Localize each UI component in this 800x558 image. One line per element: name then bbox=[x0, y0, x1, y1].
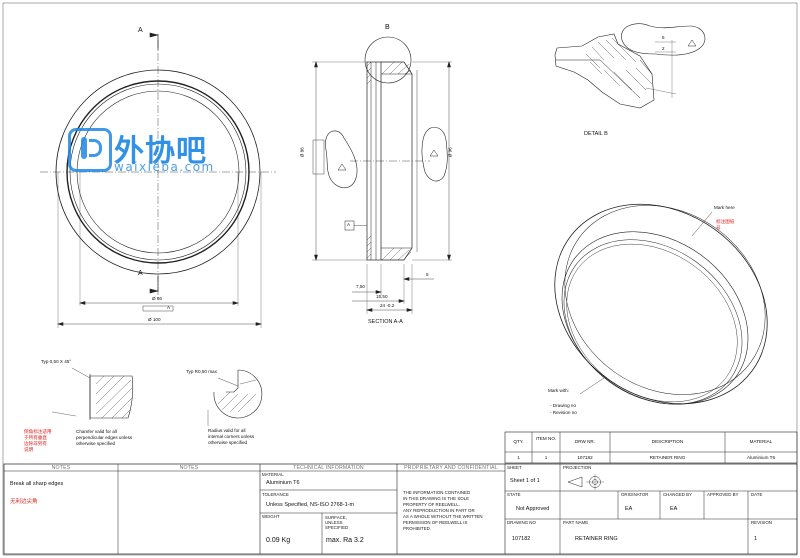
bom-material: Aluminium T6 bbox=[747, 455, 775, 460]
radius-note-2: internal corners unless bbox=[208, 434, 255, 439]
tb-drawing-no-value: 107182 bbox=[512, 536, 531, 542]
tb-sheet-value: Sheet 1 of 1 bbox=[510, 478, 540, 484]
projection-icon bbox=[566, 474, 608, 490]
bom-drw-nr: 107182 bbox=[577, 455, 593, 460]
tb-tolerance-label: TOLERANCE bbox=[262, 492, 289, 497]
typ-chamfer-label: Typ 0,50 X 45° bbox=[41, 359, 72, 364]
tb-note-text-red: 无利边尖角 bbox=[10, 499, 38, 505]
chamfer-note-3: otherwise specified bbox=[76, 441, 116, 446]
tb-surface-label: SURFACE, UNLESS SPECIFIED bbox=[325, 515, 349, 531]
dim-side-right: Ø 96 bbox=[447, 147, 453, 158]
tb-tech-info-header: TECHNICAL INFORMATION bbox=[293, 465, 364, 471]
dim-15-50: 15,50 bbox=[376, 294, 388, 299]
tb-revision-value: 1 bbox=[754, 536, 758, 542]
dim-outer-diameter: Ø 100 bbox=[148, 317, 161, 322]
red-note-chamfer-3: 边除非另有 bbox=[24, 441, 47, 446]
watermark-text: 外协吧 bbox=[114, 134, 207, 169]
tb-proprietary-text-2: IN THIS DRAWING IS THE SOLE bbox=[403, 496, 470, 501]
tb-proprietary-text-7: PROHIBITED. bbox=[403, 526, 432, 531]
tb-originator-label: ORIGINATOR bbox=[621, 492, 649, 497]
mark-here-label: Mark here bbox=[714, 205, 735, 210]
dim-inner-diameter: Ø 86 bbox=[152, 296, 162, 301]
red-note-chamfer-2: 于所有垂直 bbox=[24, 435, 47, 440]
mark-here-red-2: 号 bbox=[716, 225, 721, 230]
tb-weight-value: 0.09 Kg bbox=[266, 537, 291, 544]
dim-7-50: 7,50 bbox=[356, 284, 365, 289]
tb-note-text: Break all sharp edges bbox=[10, 481, 64, 487]
tb-material-label: MATERIAL bbox=[262, 472, 284, 477]
mark-with-item-drawing-no: - Drawing no bbox=[550, 403, 577, 408]
tb-changed-by-label: CHANGED BY bbox=[663, 492, 693, 497]
mark-here-red-1: 标注图纸 bbox=[716, 219, 735, 224]
typ-radius-label: Typ R0,50 max bbox=[186, 369, 217, 374]
tb-material-value: Aluminium T6 bbox=[266, 480, 300, 486]
mark-with-title: Mark with: bbox=[548, 388, 569, 393]
dim-side-left: Ø 86 bbox=[299, 147, 305, 158]
tb-part-name-value: RETAINER RING bbox=[575, 536, 618, 542]
tb-proprietary-header: PROPRIETARY AND CONFIDENTIAL bbox=[404, 465, 498, 471]
tb-revision-label: REVISION bbox=[751, 520, 772, 525]
chamfer-note-1: Chamfer valid for all bbox=[76, 429, 117, 434]
red-note-chamfer-1: 倒角标注适用 bbox=[24, 429, 52, 434]
mark-with-item-revision-no: - Revision no bbox=[550, 410, 577, 415]
tb-date-label: DATE bbox=[751, 492, 763, 497]
tb-changed-by-value: EA bbox=[670, 506, 678, 512]
tb-state-label: STATE bbox=[507, 492, 521, 497]
section-arrow-label-bottom: A bbox=[138, 270, 143, 277]
section-arrow-label-top: A bbox=[138, 27, 143, 34]
tb-projection-label: PROJECTION bbox=[563, 465, 592, 470]
datum-a-label: A bbox=[347, 222, 351, 227]
bom-description: RETAINER RING bbox=[649, 455, 686, 460]
tb-weight-label: WEIGHT bbox=[262, 514, 280, 519]
bom-header-item-no: ITEM NO. bbox=[535, 436, 557, 441]
watermark-subtext: waixieba.com bbox=[114, 160, 215, 174]
detail-dim-5: 5 bbox=[662, 35, 665, 40]
tb-proprietary-text-3: PROPERTY OF REELWELL. bbox=[403, 502, 460, 507]
detail-dim-2: 2 bbox=[662, 46, 665, 51]
bom-item-no: 1 bbox=[544, 455, 548, 460]
tb-sheet-label: SHEET bbox=[507, 465, 522, 470]
tb-state-value: Not Approved bbox=[516, 506, 550, 512]
dim-datum-box: A bbox=[167, 305, 171, 310]
tb-proprietary-text-1: THE INFORMATION CONTAINED bbox=[403, 490, 471, 495]
tb-drawing-no-label: DRAWING NO bbox=[507, 520, 536, 525]
radius-note-3: otherwise specified bbox=[208, 440, 248, 445]
radius-note-1: Radius valid for all bbox=[208, 428, 246, 433]
tb-proprietary-text-5: AS A WHOLE WITHOUT THE WRITTEN bbox=[403, 514, 483, 519]
bom-header-description: DESCRIPTION bbox=[651, 439, 684, 444]
tb-approved-by-label: APPROVED BY bbox=[707, 492, 739, 497]
tb-tolerance-value: Unless Specified, NS-ISO 2768-1-m bbox=[266, 502, 355, 508]
tb-surface-value: max. Ra 3.2 bbox=[326, 537, 364, 544]
tb-notes-header-2: NOTES bbox=[179, 465, 199, 471]
dim-5: 5 bbox=[426, 272, 429, 277]
bom-header-material: MATERIAL bbox=[749, 439, 773, 444]
tb-proprietary-text-4: ANY REPRODUCTION IN PART OR bbox=[403, 508, 475, 513]
tb-part-name-label: PART NAME bbox=[563, 520, 589, 525]
detail-b-title: DETAIL B bbox=[584, 131, 608, 137]
detail-b-label: B bbox=[385, 24, 390, 31]
watermark-logo-icon bbox=[68, 128, 112, 172]
section-aa-title: SECTION A-A bbox=[368, 319, 403, 325]
dim-24: 24 -0.2 bbox=[380, 303, 395, 308]
chamfer-note-2: perpendicular edges unless bbox=[76, 435, 133, 440]
bom-header-qty: QTY. bbox=[513, 439, 524, 444]
bom-header-drw-nr: DRW NR. bbox=[574, 439, 596, 444]
red-note-chamfer-4: 说明 bbox=[24, 447, 34, 452]
tb-originator-value: EA bbox=[625, 506, 633, 512]
tb-notes-header: NOTES bbox=[51, 465, 71, 471]
bom-qty: 1 bbox=[517, 455, 520, 460]
tb-proprietary-text-6: PERMISSION OF REELWELL IS bbox=[403, 520, 468, 525]
